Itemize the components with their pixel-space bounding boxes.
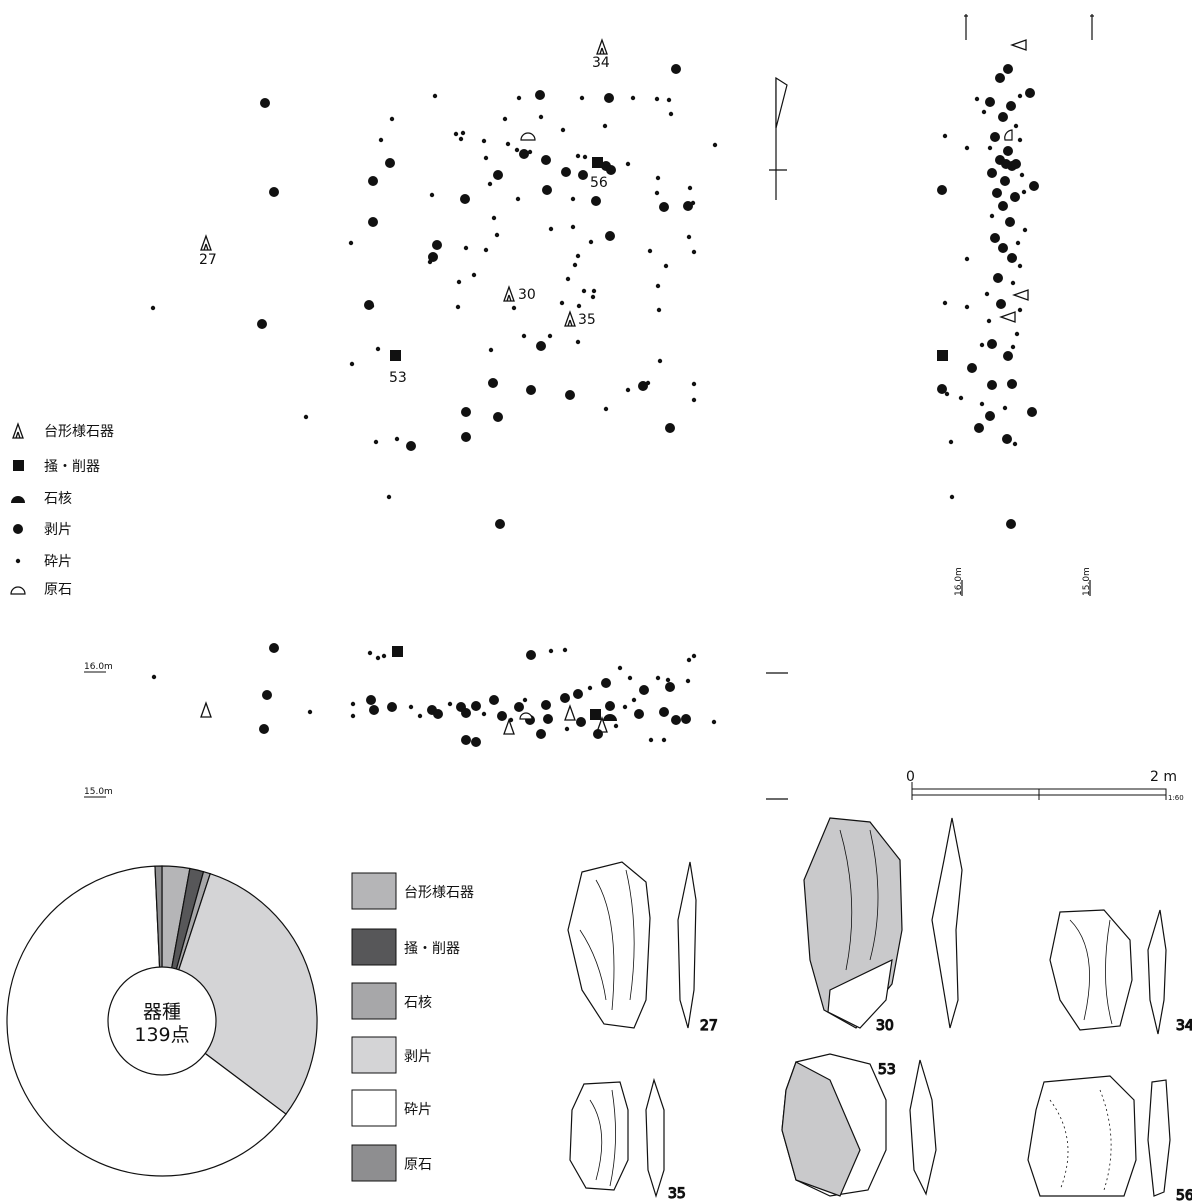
pie-legend-label-1: 掻・削器 xyxy=(404,941,460,957)
plan-label-53: 53 xyxy=(389,370,407,386)
legend-label-core: 石核 xyxy=(44,491,72,507)
side-elevation-left-label: 16.0m xyxy=(954,567,964,596)
pie-legend-swatch-0 xyxy=(351,872,397,910)
plan-scrapers xyxy=(390,157,603,361)
symbol-legend: 台形様石器 掻・削器 石核 剥片 砕片 原石 xyxy=(10,422,114,598)
pie-legend-swatch-1 xyxy=(351,928,397,966)
pie-legend-label-3: 剥片 xyxy=(404,1049,432,1065)
pie-legend-swatch-5 xyxy=(351,1144,397,1182)
artifact-56: 56 xyxy=(1027,1075,1192,1203)
section-bottom-label: 15.0m xyxy=(84,787,113,797)
artifact-30: 30 xyxy=(803,817,963,1035)
plan-flakes xyxy=(257,64,693,529)
artifact-35: 35 xyxy=(569,1077,686,1203)
plan-raw-stone xyxy=(520,132,536,141)
scraper-icon xyxy=(13,460,24,471)
pie-legend-swatch-3 xyxy=(351,1036,397,1074)
section-top-label: 16.0m xyxy=(84,662,113,672)
side-elevation-right-label: 15.0m xyxy=(1082,567,1092,596)
pie-legend-label-2: 石核 xyxy=(404,995,432,1011)
chip-icon xyxy=(15,558,21,564)
scale-start: 0 xyxy=(906,769,915,785)
section-elevation: 16.0m 15.0m xyxy=(84,643,788,800)
plan-label-30: 30 xyxy=(518,287,536,303)
pie-slice-3 xyxy=(161,872,318,1115)
legend-label-chip: 砕片 xyxy=(44,554,72,570)
artifact-drawings: 27 30 34 35 53 xyxy=(567,817,1192,1203)
artifact-label-30: 30 xyxy=(876,1018,894,1034)
pie-legend-label-0: 台形様石器 xyxy=(404,885,474,901)
artifact-53: 53 xyxy=(781,1053,937,1197)
plan-label-27: 27 xyxy=(199,252,217,268)
scale-bar: 0 2 m 1:60 xyxy=(906,769,1184,802)
pie-legend-label-5: 原石 xyxy=(404,1157,432,1173)
pie-center-hole xyxy=(107,966,217,1076)
north-arrow xyxy=(769,76,788,200)
pie-center-label-1: 器種 xyxy=(143,1001,181,1023)
pie-legend-swatch-2 xyxy=(351,982,397,1020)
artifact-label-35: 35 xyxy=(668,1186,686,1202)
trapezoid-icon xyxy=(12,422,24,439)
plan-trapezoids xyxy=(200,38,608,327)
legend-label-raw: 原石 xyxy=(44,582,72,598)
plan-label-34: 34 xyxy=(592,55,610,71)
plan-label-56: 56 xyxy=(590,175,608,191)
flake-icon xyxy=(13,524,23,534)
artifact-label-53: 53 xyxy=(878,1062,896,1078)
plan-label-35: 35 xyxy=(578,312,596,328)
core-icon xyxy=(11,496,25,503)
legend-label-scraper: 掻・削器 xyxy=(44,459,100,475)
plan-chips xyxy=(150,93,718,500)
artifact-label-56: 56 xyxy=(1176,1188,1192,1203)
legend-label-trapezoid: 台形様石器 xyxy=(44,424,114,440)
plan-view: 34 56 27 30 35 53 xyxy=(150,38,718,529)
raw-stone-icon xyxy=(10,586,26,595)
pie-legend-swatch-4 xyxy=(351,1089,397,1127)
scale-ratio: 1:60 xyxy=(1168,794,1184,802)
scale-end: 2 m xyxy=(1150,769,1177,785)
legend-label-flake: 剥片 xyxy=(44,522,72,538)
artifact-27: 27 xyxy=(567,861,718,1035)
artifact-label-34: 34 xyxy=(1176,1018,1192,1034)
pie-center-label-2: 139点 xyxy=(134,1024,189,1046)
artifact-34: 34 xyxy=(1049,909,1192,1035)
side-elevation: 16.0m 15.0m xyxy=(937,14,1094,596)
artifact-label-27: 27 xyxy=(700,1018,718,1034)
pie-legend-label-4: 砕片 xyxy=(404,1102,432,1118)
